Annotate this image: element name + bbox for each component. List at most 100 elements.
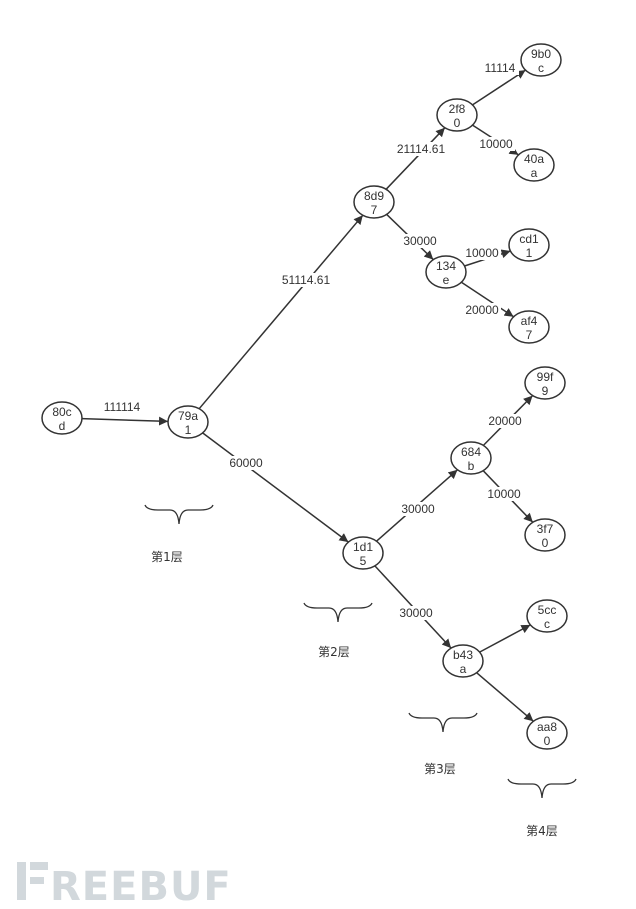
watermark-logo-bar <box>17 862 26 900</box>
node-label-line2: 9 <box>542 384 549 398</box>
node-label-line2: 0 <box>542 536 549 550</box>
layer-brace-2 <box>303 602 373 623</box>
node-ellipse <box>524 366 566 400</box>
node-ellipse <box>167 405 209 439</box>
node-label-line1: 3f7 <box>537 522 554 536</box>
node-ellipse <box>508 310 550 344</box>
layer-brace-3 <box>408 712 478 733</box>
node-ellipse <box>353 185 395 219</box>
layer-label-3: 第3层 <box>424 762 456 776</box>
layer-brace-1 <box>144 504 214 525</box>
node-label-line1: 99f <box>537 370 554 384</box>
edge-label-bg <box>463 246 501 260</box>
edge-label-bg <box>99 400 145 414</box>
node-ellipse <box>450 441 492 475</box>
node-label-line2: a <box>531 166 538 180</box>
node-label-line1: 1d1 <box>353 540 373 554</box>
node-label-line2: 7 <box>526 328 533 342</box>
node-label-line2: c <box>544 617 550 631</box>
edge-8d97-to-2f80 <box>385 127 446 190</box>
edge-label: 10000 <box>465 246 499 260</box>
node-label-line1: 684 <box>461 445 481 459</box>
edge-label: 30000 <box>403 234 437 248</box>
node-label-line2: 7 <box>371 203 378 217</box>
node-ellipse <box>526 599 568 633</box>
node-ellipse <box>41 401 83 435</box>
layer-group-1: 第1层 <box>144 504 214 564</box>
layer-group-2: 第2层 <box>303 602 373 659</box>
node-ellipse <box>442 644 484 678</box>
edge-label-bg <box>276 273 336 287</box>
node-label-line2: d <box>59 419 66 433</box>
edge-label-bg <box>391 142 451 156</box>
edge-b43a-to-5ccc <box>479 624 531 653</box>
node-label-line2: 5 <box>360 554 367 568</box>
edge-label: 111114 <box>104 400 141 414</box>
edge-80cd-to-79a1 <box>81 416 169 426</box>
freebuf-watermark: REEBUF <box>17 862 232 909</box>
node-ellipse <box>526 716 568 750</box>
edge-label: 10000 <box>479 137 513 151</box>
edge-label: 20000 <box>488 414 522 428</box>
edge-label: 51114.61 <box>282 273 331 287</box>
node-label-line1: 9b0 <box>531 47 551 61</box>
node-label-line1: 79a <box>178 409 198 423</box>
node-ellipse <box>520 43 562 77</box>
node-label-line1: b43 <box>453 648 473 662</box>
node-label-line1: af4 <box>521 314 538 328</box>
edge-label-bg <box>397 606 435 620</box>
edge-label-bg <box>481 61 519 75</box>
edge-134e-to-af47 <box>460 281 515 318</box>
layer-group-3: 第3层 <box>408 712 478 776</box>
node-ellipse <box>513 148 555 182</box>
edge-2f80-to-9b0c <box>472 69 526 106</box>
edge-label-bg <box>401 234 439 248</box>
node-label-line2: 0 <box>454 116 461 130</box>
node-label-line1: cd1 <box>519 232 539 246</box>
watermark-logo-bar-top <box>30 862 48 870</box>
edge-label-bg <box>399 502 437 516</box>
node-ellipse <box>436 98 478 132</box>
node-ellipse <box>524 518 566 552</box>
edge-label: 21114.61 <box>397 142 446 156</box>
layer-group-4: 第4层 <box>507 778 577 838</box>
node-label-line1: 8d9 <box>364 189 384 203</box>
node-ellipse <box>508 228 550 262</box>
layer-label-2: 第2层 <box>318 645 350 659</box>
node-ellipse <box>342 536 384 570</box>
edge-label: 30000 <box>401 502 435 516</box>
layer-brace-4 <box>507 778 577 799</box>
edge-79a1-to-1d15 <box>202 432 349 543</box>
edge-labels: 111114 51114.61 60000 21114.61 30000 11114 100… <box>99 61 524 620</box>
edge-label: 11114 <box>485 61 516 75</box>
edge-label: 60000 <box>229 456 263 470</box>
node-label-line1: 134 <box>436 259 456 273</box>
node-label-line2: e <box>443 273 450 287</box>
node-label-line1: aa8 <box>537 720 557 734</box>
node-label-line1: 2f8 <box>449 102 466 116</box>
watermark-logo-bar-mid <box>30 877 44 884</box>
edge-label-bg <box>486 414 524 428</box>
edge-label: 30000 <box>399 606 433 620</box>
edge-label-bg <box>227 456 265 470</box>
node-label-line2: 1 <box>526 246 533 260</box>
node-label-line2: 1 <box>185 423 192 437</box>
node-label-line2: c <box>538 61 544 75</box>
node-ellipse <box>425 255 467 289</box>
watermark-text: REEBUF <box>50 864 232 909</box>
